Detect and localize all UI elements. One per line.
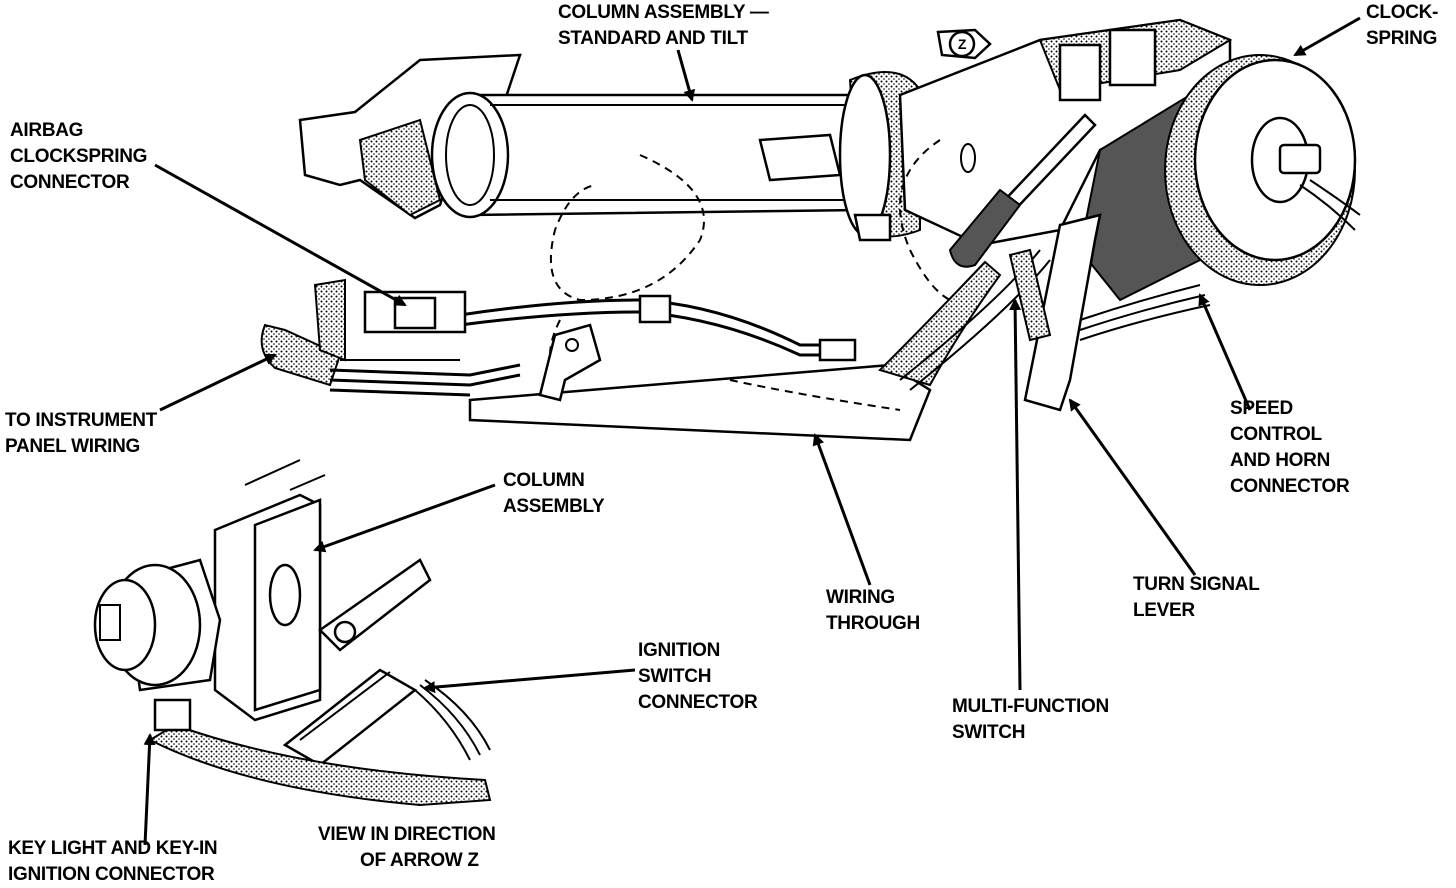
arrow-z-symbol xyxy=(936,28,992,60)
label-column-assembly: COLUMN ASSEMBLY xyxy=(503,470,605,517)
label-ignition-switch-connector: IGNITION SWITCH CONNECTOR xyxy=(638,640,758,713)
arrow-z-letter: Z xyxy=(957,36,967,52)
label-column-assembly-standard-tilt: COLUMN ASSEMBLY — STANDARD AND TILT xyxy=(558,2,769,49)
leader-lines xyxy=(143,16,1361,846)
inset-view-z xyxy=(93,459,492,807)
label-turn-signal-lever: TURN SIGNAL LEVER xyxy=(1133,574,1260,621)
label-multi-function-switch: MULTI-FUNCTION SWITCH xyxy=(952,696,1109,743)
clockspring-drawing xyxy=(1164,54,1361,286)
column-tube xyxy=(298,18,1233,302)
turn-signal-lever-drawing xyxy=(948,113,1102,412)
label-airbag-clockspring-connector: AIRBAG CLOCKSPRING CONNECTOR xyxy=(10,120,148,193)
label-key-light-key-in-connector: KEY LIGHT AND KEY-IN IGNITION CONNECTOR xyxy=(8,838,218,885)
label-clockspring: CLOCK- SPRING xyxy=(1366,2,1439,49)
label-view-in-direction: VIEW IN DIRECTION OF ARROW Z xyxy=(318,824,496,871)
label-speed-control-horn-connector: SPEED CONTROL AND HORN CONNECTOR xyxy=(1230,398,1350,497)
label-wiring-through: WIRING THROUGH xyxy=(826,587,920,634)
label-to-instrument-panel-wiring: TO INSTRUMENT PANEL WIRING xyxy=(5,410,157,457)
wiring-harness xyxy=(260,139,1211,442)
